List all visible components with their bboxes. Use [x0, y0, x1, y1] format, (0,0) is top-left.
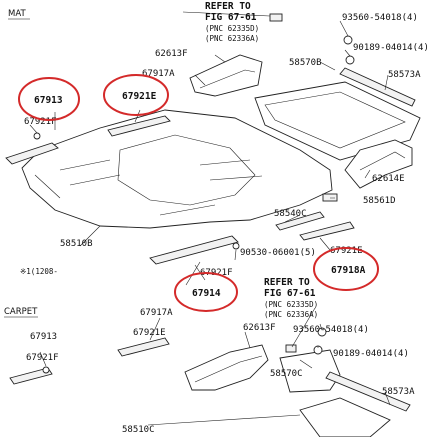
label-93560-top: 93560-54018(4)	[342, 13, 418, 23]
strip-58573a-top	[339, 67, 416, 107]
label-refer1-l4: (PNC 62336A)	[205, 34, 259, 43]
label-90530: 90530-06001(5)	[240, 248, 316, 258]
label-62614e: 62614E	[372, 174, 405, 184]
trim-62613f-bot-line	[194, 355, 263, 383]
label-93560-bot: 93560-54018(4)	[293, 325, 369, 335]
label-62613f-top: 62613F	[155, 49, 188, 59]
plate-67918a	[299, 221, 355, 241]
trim-67917a-top-line	[199, 69, 256, 89]
screw-90189-top	[345, 55, 355, 65]
label-90189-bot: 90189-04014(4)	[333, 349, 409, 359]
label-67917a-bot: 67917A	[140, 308, 173, 318]
label-67917a-top: 67917A	[142, 69, 175, 79]
label-67913-top: 67913	[34, 95, 63, 106]
label-90189-top: 90189-04014(4)	[353, 43, 429, 53]
floor-mat-tunnel	[117, 134, 256, 206]
label-58540c: 58540C	[274, 209, 307, 219]
label-67921e-mid: 67921E	[330, 246, 363, 256]
label-58570b: 58570B	[289, 58, 322, 68]
label-refer2-l4: (PNC 62336A)	[264, 310, 318, 319]
plate-67921e-bot	[117, 337, 170, 357]
label-58573a-bot: 58573A	[382, 387, 415, 397]
label-refer1-l3: (PNC 62335D)	[205, 24, 259, 33]
clip-90530	[232, 242, 240, 250]
highlight-67913	[18, 77, 80, 121]
step-plate-67913-top	[5, 142, 59, 165]
label-67913-bot: 67913	[30, 332, 57, 342]
label-refer1-l2: FIG 67-61	[205, 12, 257, 23]
clip-67921f-top	[33, 132, 41, 140]
label-58561d: 58561D	[363, 196, 396, 206]
label-67914: 67914	[192, 288, 221, 299]
label-58510c: 58510C	[122, 425, 155, 435]
label-67921f-top: 67921F	[24, 117, 57, 127]
wheelhouse-62614e-line	[359, 151, 406, 171]
label-67921e-top: 67921E	[122, 91, 157, 102]
carpet-58510c	[299, 397, 391, 437]
connector-top	[269, 13, 283, 22]
highlight-67918a	[313, 247, 379, 291]
highlight-67921e	[103, 74, 169, 116]
label-refer2-l3: (PNC 62335D)	[264, 300, 318, 309]
label-67921e-bot: 67921E	[133, 328, 166, 338]
section-mat-title: MAT	[8, 9, 26, 19]
luggage-mat-top	[254, 81, 421, 161]
highlight-67914	[174, 272, 238, 312]
trim-62613f-bot	[184, 344, 269, 391]
clip-67921f-bot	[42, 366, 50, 374]
section-carpet-title: CARPET	[4, 307, 38, 317]
screw-93560-top	[343, 35, 353, 45]
label-58510b: 58510B	[60, 239, 93, 249]
label-refer2-l1: REFER TO	[264, 277, 310, 288]
strip-58573a-bot	[325, 371, 411, 412]
step-plate-67913-bot	[9, 367, 53, 385]
label-refer2-l2: FIG 67-61	[264, 288, 316, 299]
floor-mat-ribs	[34, 159, 263, 216]
floor-mat-58510b	[21, 109, 333, 229]
clip-58561d	[322, 193, 338, 202]
label-58570c: 58570C	[270, 369, 303, 379]
screw-93560-bot	[317, 327, 327, 337]
label-67918a: 67918A	[331, 265, 366, 276]
label-62613f-bot: 62613F	[243, 323, 276, 333]
plate-58540c	[275, 211, 325, 231]
label-67921f-bot: 67921F	[26, 353, 59, 363]
label-note: ※1(1208-	[20, 267, 58, 276]
luggage-mat-top-inner	[264, 91, 406, 149]
label-refer1-l1: REFER TO	[205, 1, 251, 12]
connector-bot	[285, 344, 297, 353]
label-58573a-top: 58573A	[388, 70, 421, 80]
step-plate-67914	[149, 235, 239, 265]
trim-67917a-top	[189, 54, 263, 97]
plate-67921e-top	[107, 115, 171, 137]
